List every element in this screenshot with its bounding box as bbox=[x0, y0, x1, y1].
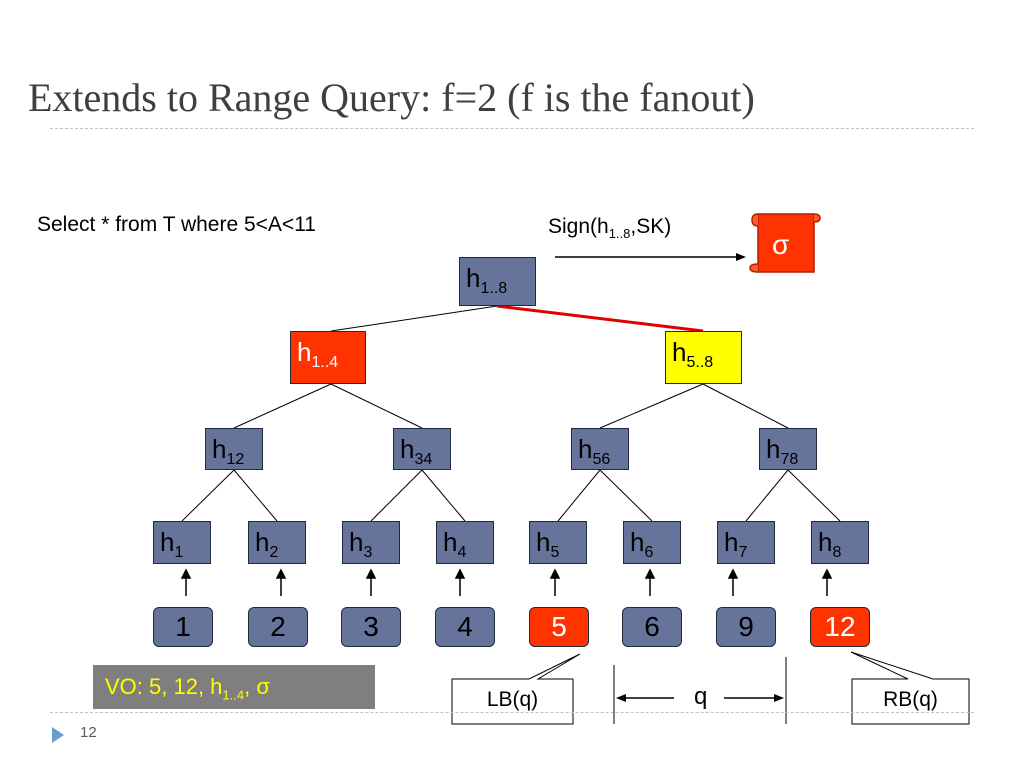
query-text: Select * from T where 5<A<11 bbox=[37, 213, 316, 236]
node-label: h1..8 bbox=[466, 263, 508, 297]
node-h8: h8 bbox=[811, 521, 869, 564]
edge bbox=[702, 383, 789, 429]
node-h34: h34 bbox=[393, 428, 451, 470]
vo-suffix: , σ bbox=[244, 674, 270, 699]
lb-callout bbox=[451, 653, 581, 725]
sigma-scroll-icon bbox=[749, 213, 821, 273]
node-label: h5 bbox=[536, 527, 560, 561]
edge bbox=[233, 469, 278, 522]
node-h1-4: h1..4 bbox=[290, 331, 366, 384]
edge bbox=[599, 469, 653, 522]
edge bbox=[330, 383, 423, 429]
vo-box: VO: 5, 12, h1..4, σ bbox=[93, 665, 375, 709]
node-h5-8: h5..8 bbox=[665, 331, 742, 384]
node-label: h6 bbox=[630, 527, 654, 561]
leaf-value: 4 bbox=[435, 607, 495, 647]
vo-prefix: VO: 5, 12, h bbox=[105, 674, 223, 699]
node-label: h12 bbox=[212, 434, 245, 468]
node-label: h3 bbox=[349, 527, 373, 561]
vo-sub: 1..4 bbox=[222, 687, 245, 703]
leaf-value: 1 bbox=[153, 607, 213, 647]
edge bbox=[370, 469, 423, 522]
page-number: 12 bbox=[80, 724, 97, 741]
node-label: h1..4 bbox=[297, 337, 339, 371]
node-label: h1 bbox=[160, 527, 184, 561]
play-triangle-icon bbox=[52, 727, 64, 743]
node-label: h2 bbox=[255, 527, 279, 561]
sign-sub: 1..8 bbox=[608, 226, 631, 242]
node-h56: h56 bbox=[571, 428, 629, 470]
edge bbox=[233, 383, 332, 429]
edge bbox=[745, 469, 789, 522]
leaf-value: 6 bbox=[622, 607, 682, 647]
node-label: h5..8 bbox=[672, 337, 714, 371]
edge-root-left bbox=[330, 305, 498, 332]
node-label: h56 bbox=[578, 434, 611, 468]
edge bbox=[557, 469, 601, 522]
q-label: q bbox=[694, 683, 708, 710]
node-h7: h7 bbox=[717, 521, 775, 564]
node-h4: h4 bbox=[436, 521, 494, 564]
edge bbox=[181, 469, 235, 522]
leaf-value: 2 bbox=[248, 607, 308, 647]
leaf-value: 3 bbox=[341, 607, 401, 647]
node-h78: h78 bbox=[759, 428, 817, 470]
node-label: h4 bbox=[443, 527, 467, 561]
leaf-arrows bbox=[180, 568, 833, 596]
sign-arrowhead bbox=[736, 253, 746, 261]
node-h1: h1 bbox=[153, 521, 211, 564]
node-label: h78 bbox=[766, 434, 799, 468]
node-h6: h6 bbox=[623, 521, 681, 564]
range-right-arrowhead bbox=[774, 694, 784, 702]
node-root: h1..8 bbox=[459, 257, 536, 306]
edge-root-right-highlight bbox=[496, 304, 704, 333]
node-h12: h12 bbox=[205, 428, 263, 470]
leaf-value: 9 bbox=[716, 607, 776, 647]
node-h2: h2 bbox=[248, 521, 306, 564]
edge bbox=[787, 469, 841, 522]
sign-prefix: Sign(h bbox=[548, 215, 609, 238]
rb-callout bbox=[850, 651, 970, 725]
sign-label: Sign(h1..8,SK) bbox=[548, 215, 671, 241]
range-left-arrowhead bbox=[616, 694, 626, 702]
node-h3: h3 bbox=[342, 521, 400, 564]
edge bbox=[599, 383, 704, 429]
sign-suffix: ,SK) bbox=[630, 215, 672, 238]
edge bbox=[421, 469, 466, 522]
slide-title: Extends to Range Query: f=2 (f is the fa… bbox=[28, 75, 755, 120]
rb-label: RB(q) bbox=[883, 688, 938, 711]
leaf-value-rb: 12 bbox=[810, 607, 870, 647]
leaf-value-lb: 5 bbox=[529, 607, 589, 647]
node-label: h34 bbox=[400, 434, 433, 468]
lb-label: LB(q) bbox=[486, 688, 539, 711]
footer-divider bbox=[50, 712, 974, 713]
node-label: h8 bbox=[818, 527, 842, 561]
sigma-symbol: σ bbox=[772, 229, 790, 260]
node-h5: h5 bbox=[529, 521, 587, 564]
node-label: h7 bbox=[724, 527, 748, 561]
title-divider bbox=[50, 128, 974, 129]
